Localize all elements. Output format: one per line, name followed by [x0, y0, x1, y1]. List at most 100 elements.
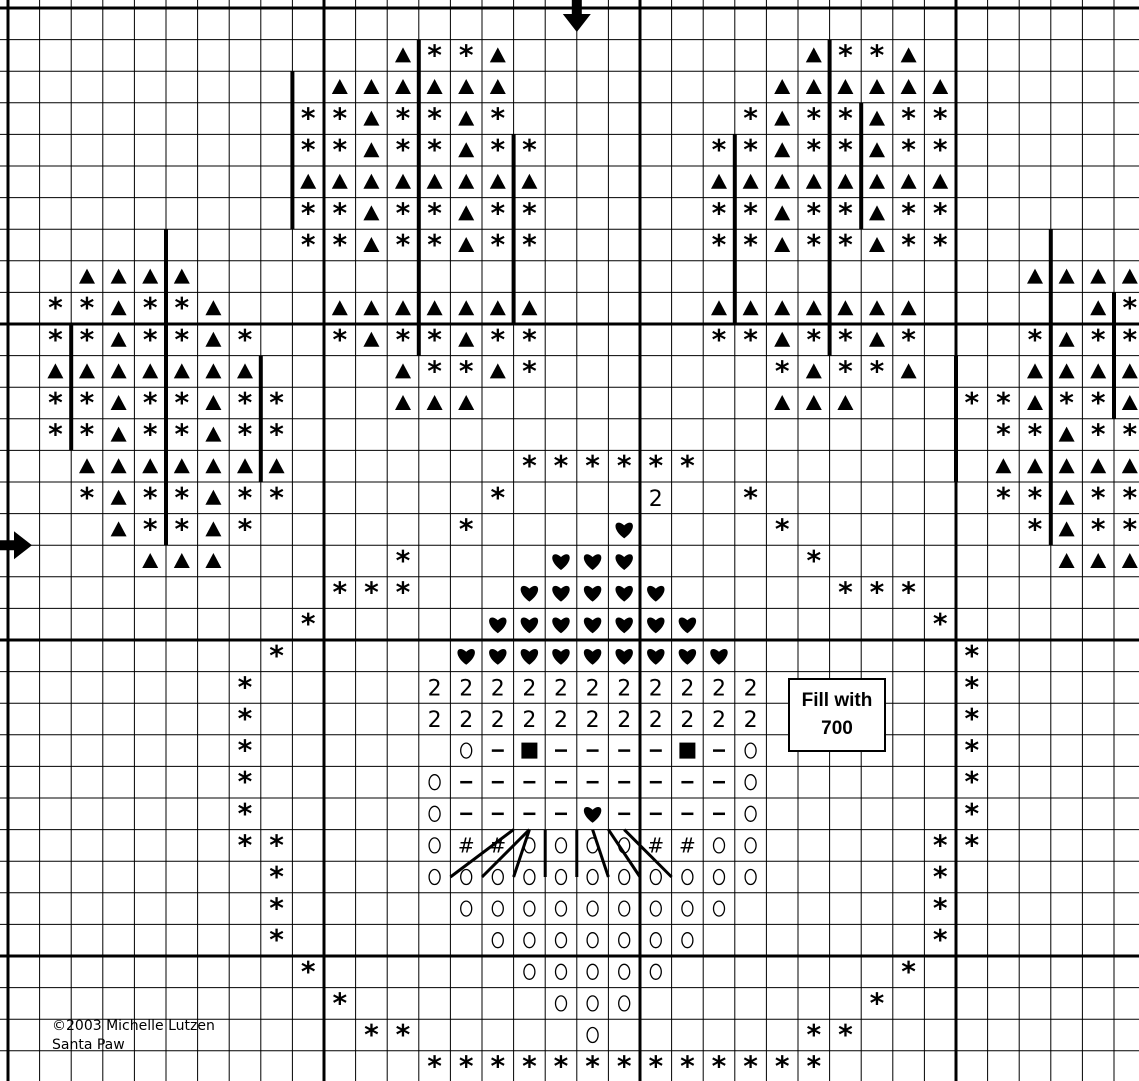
asterisk-symbol: *	[1028, 323, 1043, 356]
triangle-symbol	[490, 79, 506, 94]
circle-symbol	[556, 901, 567, 916]
circle-symbol	[619, 870, 630, 885]
heart-symbol	[679, 617, 696, 633]
triangle-symbol	[806, 47, 822, 62]
asterisk-symbol: *	[143, 418, 158, 451]
triangle-symbol	[395, 395, 411, 410]
triangle-symbol	[237, 363, 253, 378]
two-symbol: 2	[680, 708, 694, 733]
two-symbol: 2	[428, 676, 442, 701]
asterisk-symbol: *	[743, 196, 758, 229]
triangle-symbol	[1059, 363, 1075, 378]
triangle-symbol	[869, 237, 885, 252]
asterisk-symbol: *	[396, 323, 411, 356]
asterisk-symbol: *	[1122, 291, 1137, 324]
triangle-symbol	[111, 363, 127, 378]
triangle-symbol	[363, 174, 379, 189]
circle-symbol	[745, 870, 756, 885]
circle-symbol	[556, 933, 567, 948]
triangle-symbol	[111, 395, 127, 410]
asterisk-symbol: *	[80, 386, 95, 419]
triangle-symbol	[774, 174, 790, 189]
triangle-symbol	[1122, 363, 1138, 378]
asterisk-symbol: *	[964, 734, 979, 767]
triangle-symbol	[458, 205, 474, 220]
asterisk-symbol: *	[238, 670, 253, 703]
triangle-symbol	[1027, 458, 1043, 473]
hash-symbol: #	[679, 833, 696, 857]
two-symbol: 2	[617, 676, 631, 701]
triangle-symbol	[837, 79, 853, 94]
two-symbol: 2	[459, 676, 473, 701]
asterisk-symbol: *	[396, 102, 411, 135]
asterisk-symbol: *	[933, 196, 948, 229]
asterisk-symbol: *	[269, 481, 284, 514]
triangle-symbol	[427, 395, 443, 410]
triangle-symbol	[205, 395, 221, 410]
asterisk-symbol: *	[332, 576, 347, 609]
triangle-symbol	[363, 300, 379, 315]
asterisk-symbol: *	[901, 576, 916, 609]
triangle-symbol	[142, 458, 158, 473]
triangle-symbol	[490, 47, 506, 62]
two-symbol: 2	[491, 676, 505, 701]
asterisk-symbol: *	[396, 544, 411, 577]
asterisk-symbol: *	[143, 481, 158, 514]
asterisk-symbol: *	[238, 481, 253, 514]
asterisk-symbol: *	[1122, 512, 1137, 545]
circle-symbol	[429, 870, 440, 885]
circle-symbol	[619, 901, 630, 916]
circle-symbol	[619, 996, 630, 1011]
two-symbol: 2	[649, 708, 663, 733]
triangle-symbol	[869, 79, 885, 94]
heart-symbol	[647, 649, 664, 665]
triangle-symbol	[332, 300, 348, 315]
two-symbol: 2	[712, 676, 726, 701]
circle-symbol	[556, 996, 567, 1011]
triangle-symbol	[458, 79, 474, 94]
triangle-symbol	[869, 174, 885, 189]
asterisk-symbol: *	[174, 481, 189, 514]
asterisk-symbol: *	[933, 923, 948, 956]
two-symbol: 2	[712, 708, 726, 733]
asterisk-symbol: *	[238, 797, 253, 830]
triangle-symbol	[869, 300, 885, 315]
asterisk-symbol: *	[1091, 386, 1106, 419]
two-symbol: 2	[586, 676, 600, 701]
asterisk-symbol: *	[396, 196, 411, 229]
asterisk-symbol: *	[238, 323, 253, 356]
asterisk-symbol: *	[743, 102, 758, 135]
asterisk-symbol: *	[585, 449, 600, 482]
circle-symbol	[587, 933, 598, 948]
triangle-symbol	[774, 111, 790, 126]
triangle-symbol	[1122, 269, 1138, 284]
asterisk-symbol: *	[554, 449, 569, 482]
circle-symbol	[587, 996, 598, 1011]
circle-symbol	[682, 901, 693, 916]
circle-symbol	[714, 870, 725, 885]
heart-symbol	[584, 807, 601, 823]
asterisk-symbol: *	[933, 607, 948, 640]
two-symbol: 2	[744, 708, 758, 733]
triangle-symbol	[79, 458, 95, 473]
circle-symbol	[587, 1028, 598, 1043]
circle-symbol	[587, 964, 598, 979]
asterisk-symbol: *	[996, 386, 1011, 419]
two-symbol: 2	[491, 708, 505, 733]
asterisk-symbol: *	[522, 228, 537, 261]
circle-symbol	[524, 901, 535, 916]
triangle-symbol	[774, 300, 790, 315]
asterisk-symbol: *	[427, 1050, 442, 1081]
triangle-symbol	[490, 363, 506, 378]
heart-symbol	[521, 617, 538, 633]
circle-symbol	[587, 870, 598, 885]
asterisk-symbol: *	[80, 323, 95, 356]
asterisk-symbol: *	[838, 576, 853, 609]
asterisk-symbol: *	[1122, 323, 1137, 356]
asterisk-symbol: *	[870, 354, 885, 387]
triangle-symbol	[458, 395, 474, 410]
circle-symbol	[461, 743, 472, 758]
asterisk-symbol: *	[585, 1050, 600, 1081]
triangle-symbol	[774, 79, 790, 94]
asterisk-symbol: *	[522, 323, 537, 356]
